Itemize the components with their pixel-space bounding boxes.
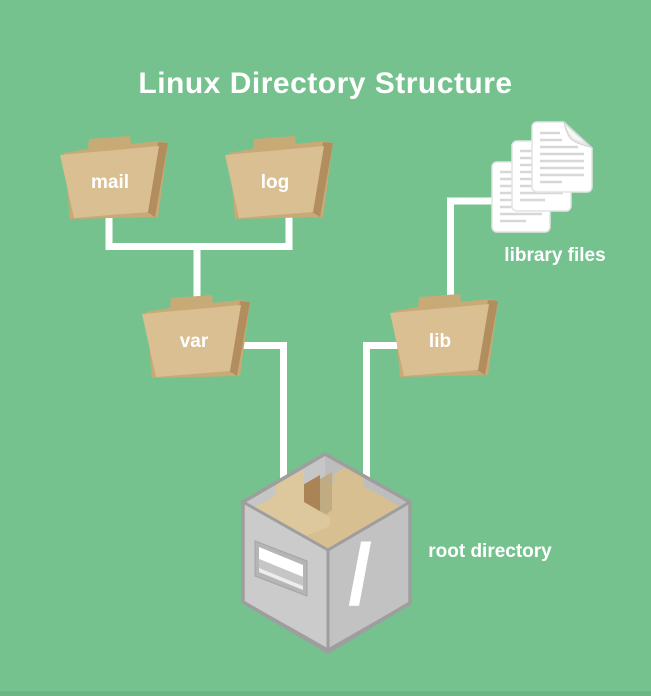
diagram-title: Linux Directory Structure	[138, 67, 513, 101]
connector-mail-log-to-var	[105, 210, 293, 302]
connector-lib-to-root	[363, 342, 402, 478]
connectors	[105, 197, 500, 482]
library-files-label: library files	[504, 245, 606, 266]
bottom-edge-shade	[0, 691, 651, 696]
connector-lib-to-library-files	[447, 197, 500, 302]
root-slash-symbol: /	[348, 527, 372, 623]
folder-label-var: var	[179, 331, 209, 352]
root-directory-box-icon: /	[240, 452, 413, 654]
root-directory-label: root directory	[428, 541, 552, 562]
library-files-icon	[491, 120, 593, 233]
folder-label-lib: lib	[428, 331, 452, 352]
box-label-holder	[254, 540, 308, 597]
connector-var-to-root	[240, 342, 287, 482]
page-fold-corner	[563, 120, 593, 148]
folder-label-mail: mail	[90, 172, 130, 193]
folder-label-log: log	[260, 172, 290, 193]
